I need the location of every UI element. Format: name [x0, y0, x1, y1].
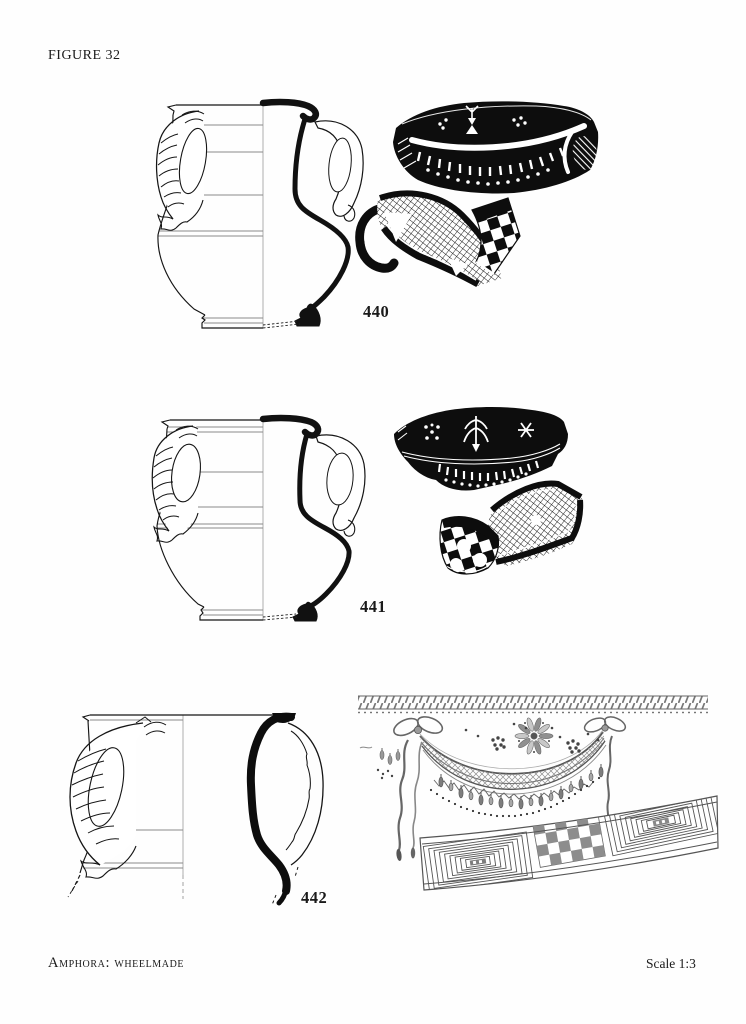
tongue-row	[416, 147, 565, 176]
handle-outline	[285, 722, 324, 866]
amphora-441-profile-drawing	[151, 414, 366, 622]
figure-label: FIGURE 32	[48, 48, 121, 63]
catalog-number-442: 442	[301, 888, 328, 907]
section-profile	[259, 414, 352, 622]
rope-handle	[155, 109, 208, 231]
fragment-441-shoulder-decorated	[394, 407, 568, 491]
catalog-number-441: 441	[360, 597, 387, 616]
frieze-442-decoration-drawing	[358, 695, 719, 891]
fragment-441-body-decorated	[439, 480, 584, 575]
section-profile	[246, 712, 299, 906]
dot-row	[444, 472, 528, 488]
left-leaf-cluster	[359, 746, 401, 780]
net-band-piece	[487, 480, 584, 566]
meander-panel-left	[422, 831, 534, 890]
rope-handle	[151, 424, 201, 543]
exterior-half	[67, 714, 276, 899]
exterior-half	[151, 419, 264, 621]
dot-clusters	[464, 722, 600, 754]
reserved-motifs	[438, 105, 527, 134]
section-profile	[259, 98, 351, 329]
figure-caption: Amphora: wheelmade	[48, 955, 185, 971]
handle-outline	[314, 120, 364, 222]
checker-piece	[471, 197, 521, 275]
end-hatching	[397, 137, 417, 169]
handle-stub-hatched	[572, 136, 598, 170]
fragment-440-rim-decorated	[393, 101, 599, 194]
handle-outline	[315, 434, 366, 537]
right-bow	[583, 716, 627, 733]
rosette	[514, 717, 554, 755]
left-bow	[393, 716, 444, 737]
amphora-442-profile-drawing	[67, 712, 324, 906]
twist-lines	[157, 133, 185, 208]
reserved-motifs	[397, 416, 561, 465]
fragment-440-body-decorated	[355, 190, 521, 288]
exterior-half	[155, 104, 264, 329]
dotted-arc	[429, 776, 601, 818]
dot-row	[426, 168, 550, 186]
lower-band	[419, 795, 719, 891]
tongue-row	[437, 460, 540, 481]
scale-note: Scale 1:3	[646, 956, 696, 971]
ribbon-streamers	[396, 735, 613, 861]
catalog-number-440: 440	[363, 302, 390, 321]
amphora-440-profile-drawing	[155, 98, 364, 329]
rope-handle	[69, 716, 167, 879]
spiral-curl	[355, 203, 399, 273]
pendant-row	[438, 764, 604, 810]
garland-swag	[419, 729, 607, 795]
rope-border	[358, 695, 708, 716]
